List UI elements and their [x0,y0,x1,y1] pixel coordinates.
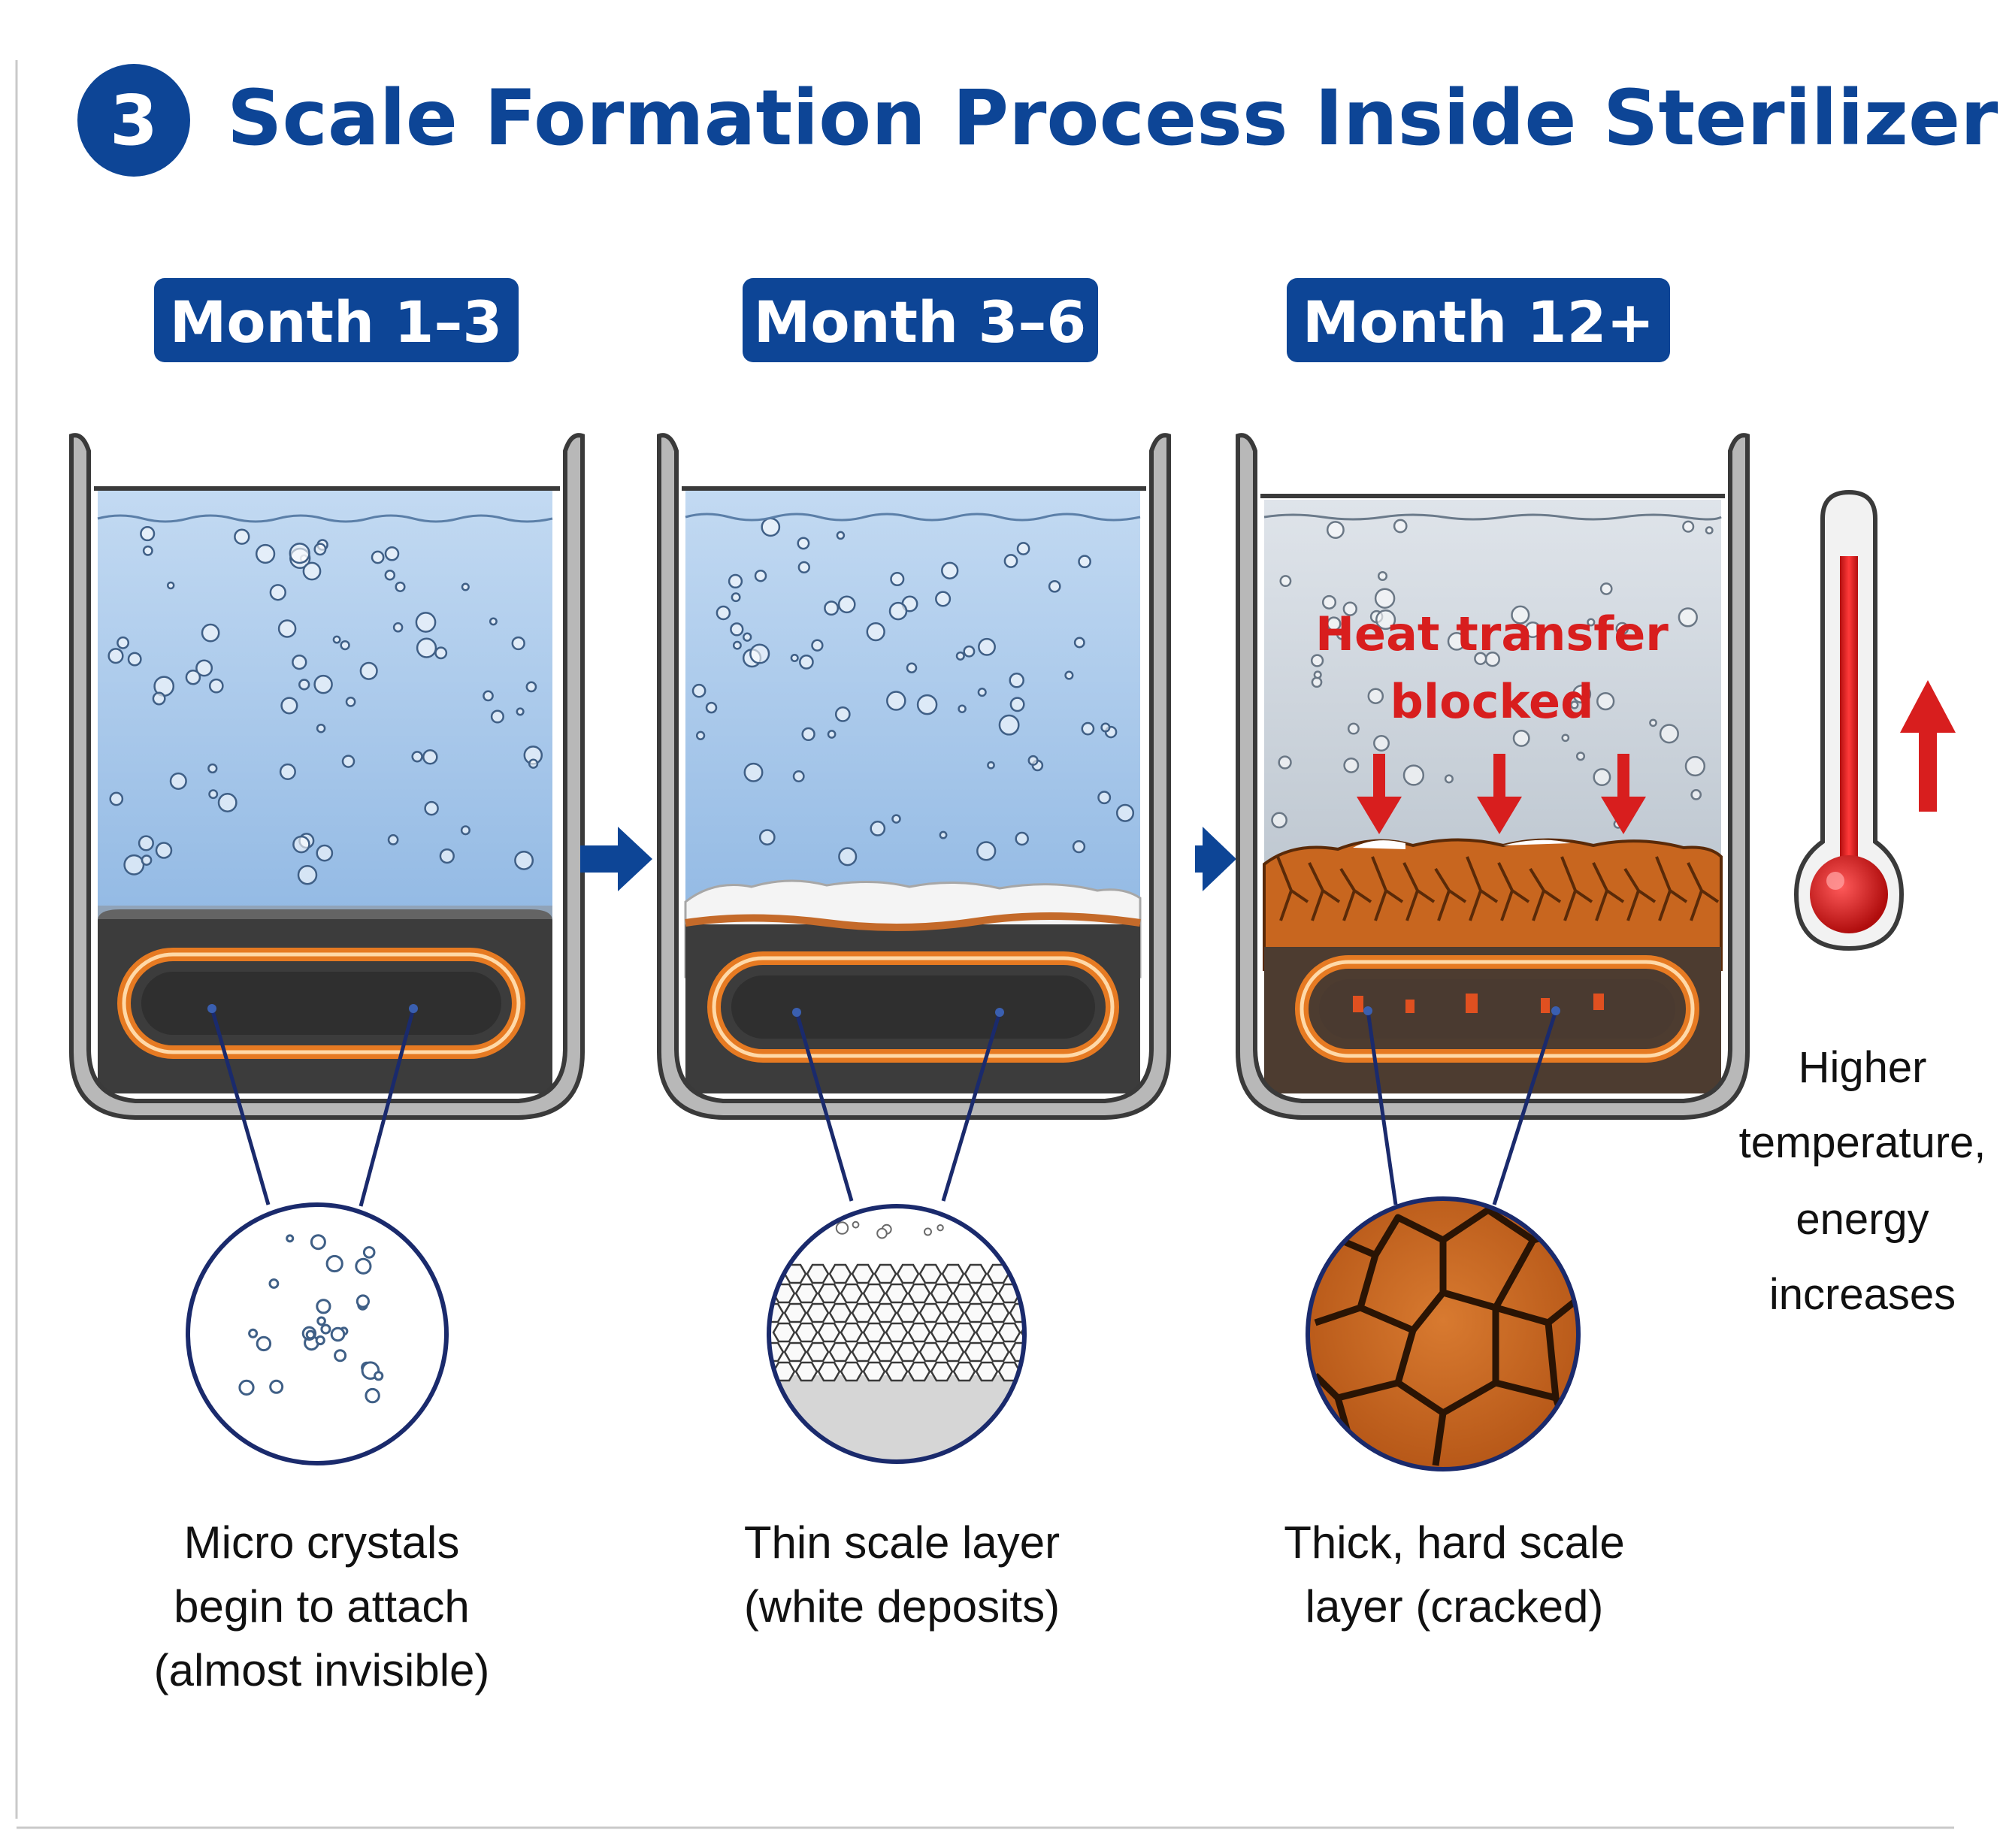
heating-element-icon [1295,955,1699,1063]
warning-line-2: blocked [1390,674,1594,729]
stage-label-1: Month 1–3 [154,278,519,362]
right-arrow-icon [580,827,652,891]
caption-line: layer (cracked) [1306,1581,1604,1632]
tank-2 [657,433,1171,1120]
header: 3 Scale Formation Process Inside Sterili… [77,64,1998,177]
side-note: Higher temperature, energy increases [1739,1043,1986,1319]
magnifier-circle-icon [186,1202,449,1465]
down-arrow-icon [1357,754,1402,834]
down-arrow-icon [1477,754,1522,834]
thermometer-icon [1793,489,1905,951]
heating-element-icon [707,951,1119,1063]
svg-text:Month 1–3: Month 1–3 [170,289,503,355]
caption-line: (almost invisible) [154,1645,490,1695]
side-note-line: energy [1796,1195,1929,1244]
page-title: Scale Formation Process Inside Sterilize… [227,74,1998,163]
caption-1: Micro crystals begin to attach (almost i… [154,1517,490,1695]
water-2 [685,488,1140,954]
svg-text:Month 12+: Month 12+ [1303,289,1654,355]
caption-line: Thick, hard scale [1284,1517,1625,1568]
bubbles-2 [691,517,1135,867]
up-arrow-icon [1900,680,1956,812]
step-number: 3 [110,80,158,161]
tank-wall-1 [69,433,585,1120]
warning-line-1: Heat transfer [1315,606,1669,661]
stage-label-2: Month 3–6 [743,278,1098,362]
water-1 [98,488,552,954]
caption-line: Thin scale layer [744,1517,1060,1568]
step-badge [77,64,190,177]
zoom-connector-1 [207,1004,418,1207]
zoom-connector-3 [1363,1006,1560,1205]
caption-3: Thick, hard scale layer (cracked) [1284,1517,1625,1632]
stage-label-3: Month 12+ [1287,278,1670,362]
magnifier-circle-icon [1306,1196,1581,1471]
caption-2: Thin scale layer (white deposits) [744,1517,1060,1632]
side-note-line: temperature, [1739,1118,1986,1167]
caption-line: (white deposits) [744,1581,1060,1632]
tank-1 [69,433,585,1120]
tank-3: Heat transfer blocked [1236,433,1750,1120]
bubbles-3 [1271,519,1714,829]
magnifier-circle-icon [767,1204,1027,1464]
svg-text:Month 3–6: Month 3–6 [754,289,1087,355]
tank-wall-3 [1236,433,1750,1120]
tank-wall-2 [657,433,1171,1120]
bubbles-1 [107,526,543,885]
down-arrow-icon [1601,754,1646,834]
side-note-line: Higher [1799,1043,1927,1092]
caption-line: begin to attach [174,1581,470,1632]
zoom-connector-2 [792,1008,1004,1202]
right-arrow-icon [1195,827,1236,891]
side-note-line: increases [1769,1270,1956,1319]
caption-line: Micro crystals [184,1517,460,1568]
